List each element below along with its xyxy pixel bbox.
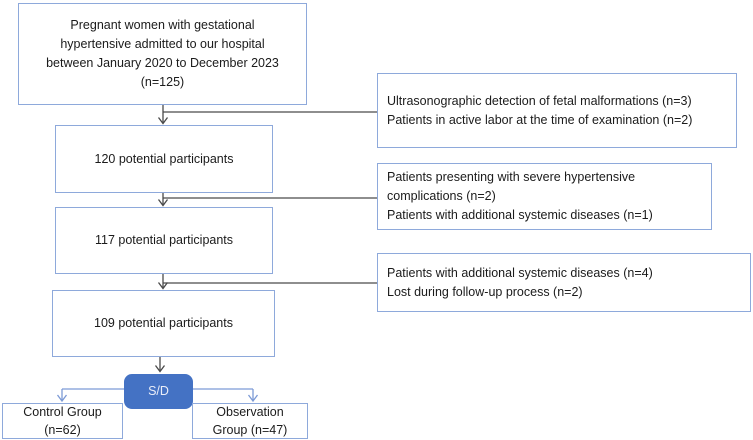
- arrow-120-to-117: [157, 193, 169, 207]
- arrow-sd-to-control: [56, 388, 124, 403]
- arrow-sd-to-observation: [193, 388, 259, 403]
- arrow-117-to-109: [157, 274, 169, 290]
- exclusion-box-1: Ultrasonographic detection of fetal malf…: [377, 73, 737, 148]
- participants-117-box: 117 potential participants: [55, 207, 273, 274]
- sd-node: S/D: [124, 374, 193, 409]
- exclusion-box-2: Patients presenting with severe hyperten…: [377, 163, 712, 230]
- enrollment-box: Pregnant women with gestational hyperten…: [18, 3, 307, 105]
- participants-109-box: 109 potential participants: [52, 290, 275, 357]
- arrow-enrollment-to-120: [157, 105, 169, 125]
- arrow-109-to-sd: [154, 357, 166, 373]
- exclusion-box-3: Patients with additional systemic diseas…: [377, 253, 751, 312]
- control-group-box: Control Group (n=62): [2, 403, 123, 439]
- participants-120-box: 120 potential participants: [55, 125, 273, 193]
- observation-group-box: Observation Group (n=47): [192, 403, 308, 439]
